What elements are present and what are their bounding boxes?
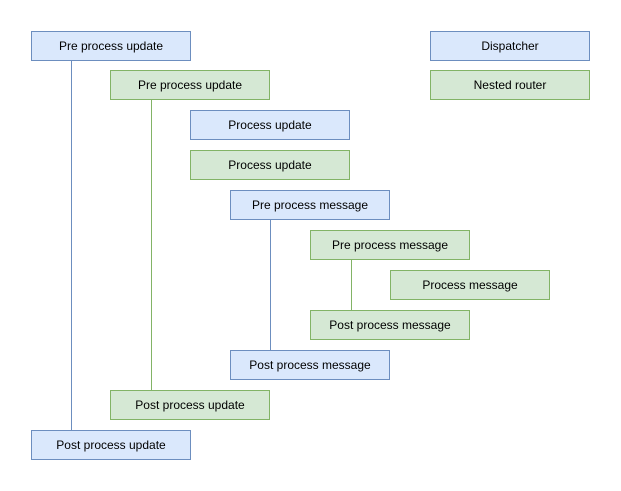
node-post-process-message-dispatcher-label: Post process message (249, 357, 371, 372)
node-post-process-update-router-label: Post process update (135, 397, 245, 412)
node-pre-process-update-router: Pre process update (110, 70, 270, 100)
node-process-update-router-label: Process update (228, 157, 312, 172)
node-post-process-message-router-label: Post process message (329, 317, 451, 332)
node-dispatcher: Dispatcher (430, 31, 590, 61)
node-post-process-update-dispatcher: Post process update (31, 430, 191, 460)
connector-message-router-pre-to-post (351, 260, 352, 310)
node-post-process-message-router: Post process message (310, 310, 470, 340)
node-process-message: Process message (390, 270, 550, 300)
node-process-update-dispatcher: Process update (190, 110, 350, 140)
node-pre-process-update-dispatcher: Pre process update (31, 31, 191, 61)
node-pre-process-message-dispatcher-label: Pre process message (251, 197, 369, 212)
connector-message-dispatcher-pre-to-post (270, 220, 271, 350)
node-post-process-update-dispatcher-label: Post process update (56, 437, 166, 452)
node-post-process-message-dispatcher: Post process message (230, 350, 390, 380)
connector-update-dispatcher-pre-to-post (71, 61, 72, 430)
connector-update-router-pre-to-post (151, 100, 152, 390)
node-dispatcher-label: Dispatcher (481, 38, 539, 53)
node-pre-process-message-router: Pre process message (310, 230, 470, 260)
node-pre-process-update-dispatcher-label: Pre process update (58, 38, 164, 53)
node-process-update-router: Process update (190, 150, 350, 180)
node-post-process-update-router: Post process update (110, 390, 270, 420)
node-pre-process-message-router-label: Pre process message (331, 237, 449, 252)
node-nested-router-label: Nested router (473, 77, 547, 92)
node-nested-router: Nested router (430, 70, 590, 100)
node-pre-process-message-dispatcher: Pre process message (230, 190, 390, 220)
node-process-update-dispatcher-label: Process update (228, 117, 312, 132)
node-pre-process-update-router-label: Pre process update (137, 77, 243, 92)
node-process-message-label: Process message (422, 277, 518, 292)
